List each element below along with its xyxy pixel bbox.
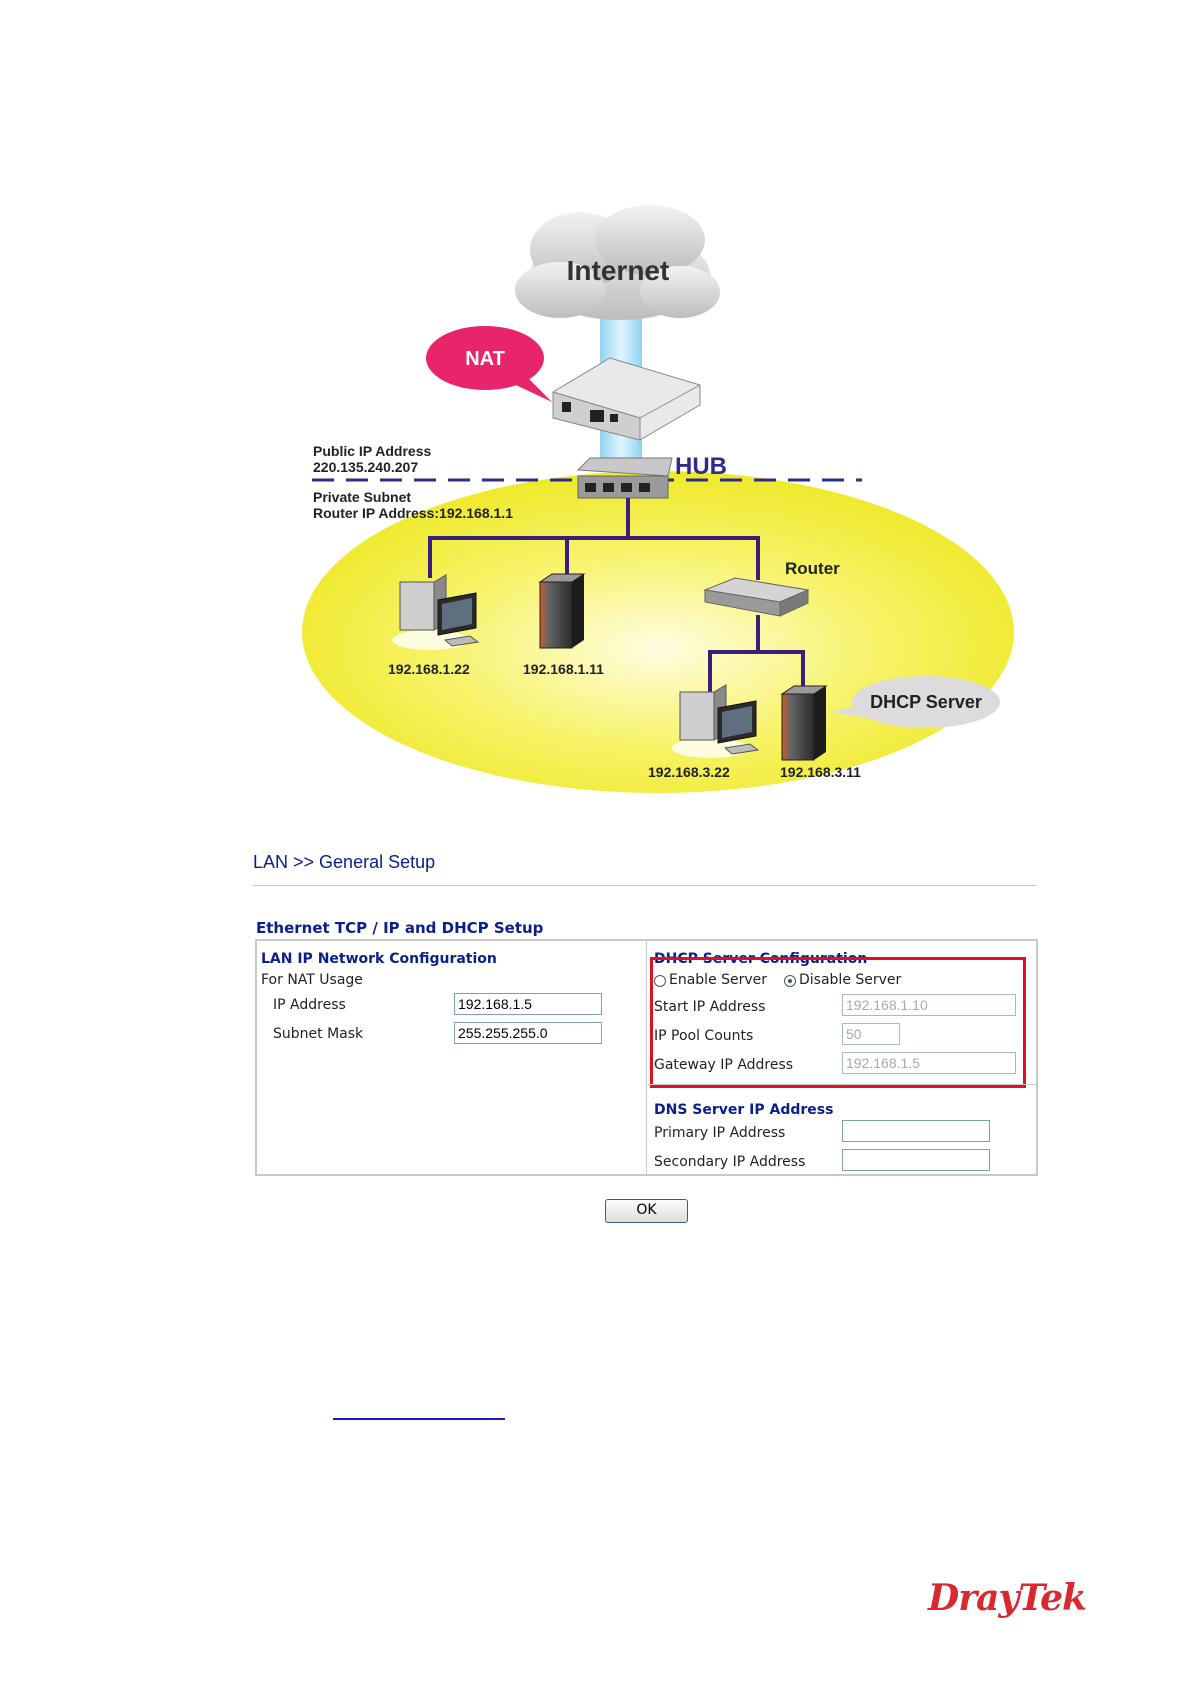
setup-table: LAN IP Network Configuration For NAT Usa… — [255, 939, 1038, 1176]
server-icon — [540, 574, 584, 648]
hub-label: HUB — [675, 453, 727, 480]
hub-device — [578, 458, 672, 498]
public-ip-label: Public IP Address — [313, 443, 431, 459]
link-underline[interactable] — [333, 1418, 505, 1420]
dns-section-divider — [648, 1084, 1036, 1085]
lan-config-heading: LAN IP Network Configuration — [261, 951, 497, 967]
secondary-dns-input[interactable] — [842, 1149, 990, 1171]
server-icon — [782, 686, 826, 760]
network-diagram: Internet NAT Public IP Address 220.135.2… — [0, 0, 1190, 830]
draytek-logo: DrayTek — [928, 1577, 1086, 1619]
page-breadcrumb: LAN >> General Setup — [253, 852, 435, 873]
router-ip-label: Router IP Address:192.168.1.1 — [313, 505, 513, 521]
private-subnet-label: Private Subnet — [313, 489, 411, 505]
section-title: Ethernet TCP / IP and DHCP Setup — [256, 919, 543, 937]
ok-button[interactable]: OK — [605, 1199, 688, 1223]
public-ip-value: 220.135.240.207 — [313, 459, 418, 475]
host-ip-label: 192.168.3.22 — [648, 764, 730, 780]
secondary-ip-label: Secondary IP Address — [654, 1154, 805, 1170]
dns-heading: DNS Server IP Address — [654, 1102, 833, 1118]
subnet-mask-input[interactable]: 255.255.255.0 — [454, 1022, 602, 1044]
ip-address-input[interactable]: 192.168.1.5 — [454, 993, 602, 1015]
column-divider — [646, 941, 647, 1174]
nat-usage-label: For NAT Usage — [261, 972, 363, 988]
nat-router-device — [553, 358, 700, 440]
title-divider — [253, 885, 1037, 886]
nat-label: NAT — [465, 348, 505, 370]
subnet-mask-label: Subnet Mask — [273, 1026, 363, 1042]
host-ip-label: 192.168.1.11 — [523, 661, 604, 677]
router-label: Router — [785, 559, 840, 578]
host-ip-label: 192.168.1.22 — [388, 661, 470, 677]
dhcp-highlight-box — [650, 957, 1026, 1088]
internet-label: Internet — [567, 255, 670, 286]
primary-dns-input[interactable] — [842, 1120, 990, 1142]
primary-ip-label: Primary IP Address — [654, 1125, 785, 1141]
dhcp-server-label: DHCP Server — [870, 692, 982, 712]
host-ip-label: 192.168.3.11 — [780, 764, 861, 780]
ip-address-label: IP Address — [273, 997, 346, 1013]
